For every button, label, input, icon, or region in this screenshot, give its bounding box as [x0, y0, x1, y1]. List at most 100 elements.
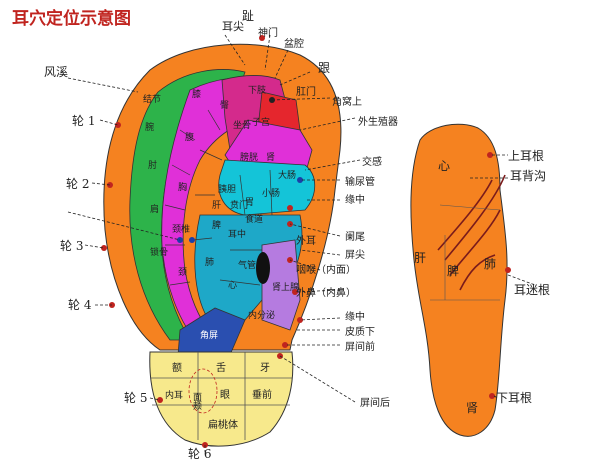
dot-ping-jian-qian [282, 342, 288, 348]
label-wai-bi: 外鼻（内鼻） [296, 286, 356, 299]
label-fei: 肺 [205, 257, 214, 268]
label-xin: 心 [228, 280, 237, 291]
label-xiao-chang: 小肠 [262, 188, 280, 199]
label-gan: 肝 [212, 200, 221, 211]
label-qi-guan: 气管 [238, 259, 256, 271]
back-dots [487, 152, 511, 399]
label-gen: 跟 [318, 61, 330, 75]
back-pi: 脾 [447, 263, 459, 278]
label-ping-jian-qian: 屏间前 [345, 340, 375, 353]
label-er-zhong: 耳中 [228, 228, 246, 240]
label-shu-niao-guan: 输尿管 [345, 175, 375, 188]
dot-jiao-wo [269, 97, 275, 103]
label-jian: 肩 [150, 203, 159, 215]
back-gan: 肝 [414, 251, 426, 265]
lobe-bian-tao-ti: 扁桃体 [208, 418, 238, 431]
lobe-chui-qian: 垂前 [252, 388, 272, 401]
label-jiao-wo-shang: 角窝上 [332, 95, 362, 108]
label-wai-er: 外耳 [296, 235, 316, 247]
label-jiao-gan: 交感 [362, 155, 382, 168]
dot-er-jian [259, 35, 265, 41]
back-xin: 心 [438, 159, 450, 173]
cymba-concha [218, 159, 316, 216]
label-pi-zhi-xia: 皮质下 [345, 325, 375, 338]
diagram-title: 耳穴定位示意图 [12, 8, 131, 29]
label-tun: 臀 [220, 100, 229, 111]
label-zhi: 趾 [242, 9, 254, 23]
label-lun3: 轮 3 [60, 239, 83, 253]
label-feng-xi: 风溪 [44, 65, 68, 79]
label-fang-guang: 膀胱 [240, 151, 258, 163]
dot-shang-er-gen [487, 152, 493, 158]
lobe-grid [150, 352, 292, 440]
label-ben-men: 贲门 [230, 199, 248, 211]
label-yan-hou: 咽喉（内面） [296, 263, 356, 276]
label-yuan-zhong2: 缘中 [345, 310, 365, 323]
back-shen: 肾 [466, 401, 478, 415]
back-ear-grooves [437, 174, 506, 291]
label-pen-qiang: 盆腔 [284, 37, 304, 50]
label-jing: 颈 [178, 267, 187, 278]
label-er-jian: 耳尖 [222, 20, 244, 33]
back-fei: 肺 [484, 257, 496, 271]
label-pi: 脾 [212, 219, 221, 231]
label-suo-gu: 锁骨 [150, 246, 168, 258]
label-gang-men: 肛门 [296, 85, 316, 98]
label-lun5: 轮 5 [124, 391, 147, 405]
label-da-chang: 大肠 [278, 169, 296, 181]
dot-er-mi-gen [505, 267, 511, 273]
label-ping-jian-hou: 屏间后 [360, 396, 390, 409]
label-jie-jie: 结节 [143, 93, 161, 105]
dot-lun3 [101, 245, 107, 251]
label-shi-dao: 食道 [245, 213, 263, 225]
label-shen-shang-xian: 肾上腺 [272, 281, 299, 293]
back-shang-er-gen: 上耳根 [508, 149, 544, 163]
label-wan: 腕 [145, 121, 154, 133]
lobe-nei-er: 内耳 [165, 389, 183, 401]
region-dividers [164, 109, 273, 286]
label-fu: 腹 [185, 131, 194, 143]
label-lun4: 轮 4 [68, 298, 92, 312]
dot-xia-er-gen [489, 393, 495, 399]
dot-lun2 [107, 182, 113, 188]
back-ear-lines [430, 204, 501, 301]
lobe-e: 额 [172, 361, 182, 374]
label-ping-jian: 屏尖 [345, 248, 365, 261]
lobe-yan: 眼 [220, 389, 230, 401]
label-shen-men: 神门 [258, 26, 278, 39]
label-xiong: 胸 [178, 181, 187, 193]
lobe-she: 舌 [216, 362, 226, 374]
back-ear [410, 123, 508, 437]
dot-shu-niao [297, 177, 303, 183]
label-wai-sheng-zhi-qi: 外生殖器 [358, 115, 398, 128]
leader-lines [67, 34, 361, 452]
label-zi-gong: 子宫 [252, 116, 270, 128]
back-leader-lines [470, 154, 536, 399]
dot-lun1 [115, 122, 121, 128]
back-er-mi-gen: 耳迷根 [514, 283, 550, 297]
label-lun1: 轮 1 [72, 114, 95, 128]
label-wei: 胃 [245, 197, 254, 208]
label-jing-zhui: 颈椎 [172, 223, 190, 235]
lobe-ya: 牙 [260, 362, 270, 374]
label-jiao-ping: 角屏 [200, 329, 218, 341]
intertragic-notch [177, 307, 246, 356]
lobe-mian-jia: 面颊 [191, 392, 202, 411]
label-nei-fen-mi: 内分泌 [248, 309, 275, 321]
label-xia-zhi: 下肢 [248, 84, 266, 96]
label-zhou: 肘 [148, 160, 157, 171]
dot-er-zhong [189, 237, 195, 243]
label-lun2: 轮 2 [66, 177, 89, 191]
label-lan-wei: 阑尾 [345, 230, 365, 243]
label-yuan-zhong: 缘中 [345, 193, 365, 206]
label-yi-dan: 胰胆 [218, 183, 236, 195]
dot-lan-wei [287, 205, 293, 211]
label-shen: 肾 [266, 152, 275, 163]
back-xia-er-gen: 下耳根 [496, 391, 532, 405]
ear-canal [256, 252, 270, 284]
label-zuo-gu: 坐骨 [233, 120, 251, 131]
label-lun6: 轮 6 [188, 447, 211, 461]
back-er-bei-gou: 耳背沟 [510, 169, 546, 183]
